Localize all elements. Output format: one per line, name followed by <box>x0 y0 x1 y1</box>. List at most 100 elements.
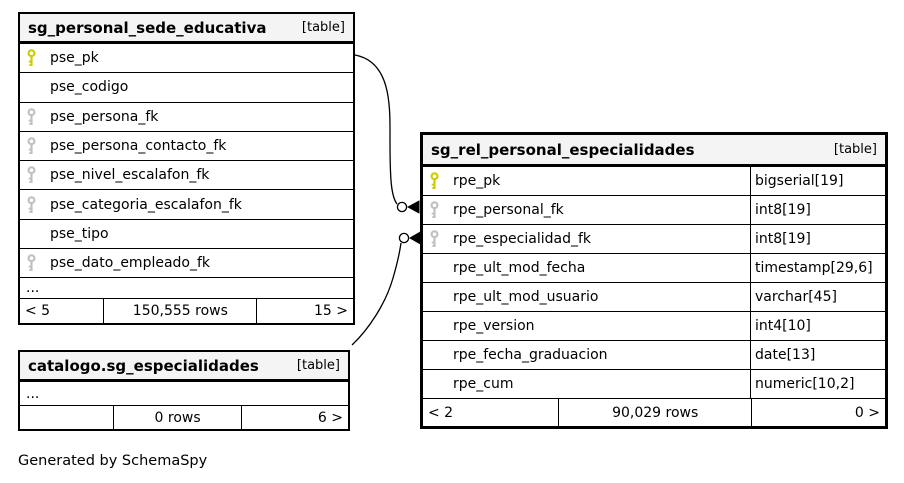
footer-parents-count: 0 > <box>751 399 885 426</box>
relationship-line <box>354 54 398 205</box>
column-type: varchar[45] <box>750 283 885 311</box>
generator-note: Generated by SchemaSpy <box>18 453 208 469</box>
column-name: rpe_ult_mod_fecha <box>453 260 586 276</box>
more-columns-ellipsis: ... <box>20 381 348 405</box>
column-name-cell: rpe_cum <box>423 370 750 398</box>
column-name: pse_tipo <box>50 225 109 242</box>
column-name: rpe_fecha_graduacion <box>453 347 608 363</box>
column-row: pse_pk <box>20 43 353 72</box>
column-name-cell: rpe_version <box>423 312 750 340</box>
key-icon-box <box>429 172 453 190</box>
key-icon-box <box>26 166 50 184</box>
key-icon-box <box>429 201 453 219</box>
column-name-cell: pse_dato_empleado_fk <box>20 249 353 277</box>
table-node-sg_rel_personal_especialidades: sg_rel_personal_especialidades [table] rpe… <box>420 132 888 429</box>
column-row: pse_persona_fk <box>20 101 353 131</box>
column-name-cell: rpe_personal_fk <box>423 196 750 224</box>
column-name: pse_persona_fk <box>50 108 159 125</box>
column-name: pse_persona_contacto_fk <box>50 138 227 155</box>
table-header[interactable]: sg_rel_personal_especialidades [table] <box>423 135 885 166</box>
footer-parents-count: 6 > <box>241 406 348 429</box>
column-row: pse_nivel_escalafon_fk <box>20 160 353 189</box>
key-icon-box <box>26 49 50 67</box>
table-header[interactable]: catalogo.sg_especialidades [table] <box>20 352 348 381</box>
column-name-cell: pse_tipo <box>20 220 353 248</box>
key-icon-box <box>429 230 453 248</box>
column-type: date[13] <box>750 341 885 369</box>
column-name: rpe_version <box>453 318 535 334</box>
column-name: rpe_pk <box>453 173 501 189</box>
table-tag: [table] <box>833 142 877 157</box>
relationship-especialidades-to-rpe-especialidad-fk <box>351 231 421 346</box>
column-name: pse_codigo <box>50 79 129 96</box>
column-name-cell: pse_nivel_escalafon_fk <box>20 161 353 189</box>
foreign-key-icon <box>27 137 36 155</box>
column-name-cell: rpe_pk <box>423 167 750 195</box>
column-name-cell: pse_codigo <box>20 73 353 101</box>
arrowhead-icon <box>407 200 420 214</box>
key-icon-box <box>26 254 50 272</box>
column-type: timestamp[29,6] <box>750 254 885 282</box>
column-name: rpe_especialidad_fk <box>453 231 591 247</box>
column-row: rpe_fecha_graduacion date[13] <box>423 340 885 369</box>
column-name-cell: pse_persona_fk <box>20 103 353 131</box>
column-row: pse_persona_contacto_fk <box>20 130 353 160</box>
foreign-key-icon <box>430 230 439 247</box>
column-name: rpe_cum <box>453 376 514 392</box>
column-name-cell: pse_persona_contacto_fk <box>20 132 353 160</box>
column-name: pse_dato_empleado_fk <box>50 255 211 272</box>
column-row: rpe_cum numeric[10,2] <box>423 369 885 398</box>
column-row: pse_tipo <box>20 218 353 248</box>
zero-or-one-circle-icon <box>398 232 410 244</box>
footer-parents-count: 15 > <box>256 299 353 324</box>
primary-key-icon <box>27 49 36 67</box>
footer-children-count: < 5 <box>25 303 51 320</box>
column-row: rpe_personal_fk int8[19] <box>423 195 885 224</box>
footer-row-count: 90,029 rows <box>558 399 751 426</box>
column-row: pse_codigo <box>20 72 353 101</box>
column-name: pse_categoria_escalafon_fk <box>50 196 242 213</box>
column-name: pse_pk <box>50 50 99 67</box>
table-node-catalogo.sg_especialidades: catalogo.sg_especialidades[table]...0 ro… <box>18 350 350 431</box>
column-name: rpe_personal_fk <box>453 202 564 218</box>
column-row: rpe_ult_mod_fecha timestamp[29,6] <box>423 253 885 282</box>
column-type: int8[19] <box>750 196 885 224</box>
table-header[interactable]: sg_personal_sede_educativa [table] <box>20 14 353 43</box>
column-name-cell: pse_pk <box>20 44 353 72</box>
column-name-cell: rpe_ult_mod_usuario <box>423 283 750 311</box>
foreign-key-icon <box>27 254 36 272</box>
table-name: sg_rel_personal_especialidades <box>431 140 695 159</box>
column-row: rpe_especialidad_fk int8[19] <box>423 224 885 253</box>
key-icon-box <box>26 107 50 126</box>
column-type: numeric[10,2] <box>750 370 885 398</box>
foreign-key-icon <box>27 107 36 125</box>
relationship-line <box>351 242 402 346</box>
table-name: sg_personal_sede_educativa <box>28 18 267 37</box>
foreign-key-icon <box>27 166 36 184</box>
primary-key-icon <box>430 172 439 189</box>
foreign-key-icon <box>430 201 439 218</box>
column-name-cell: rpe_ult_mod_fecha <box>423 254 750 282</box>
footer-children-count <box>20 406 113 429</box>
relationship-pse-pk-to-rpe-personal-fk <box>354 54 420 214</box>
foreign-key-icon <box>27 195 36 213</box>
table-tag: [table] <box>301 20 345 35</box>
table-name: catalogo.sg_especialidades <box>28 356 259 375</box>
table-tag: [table] <box>296 358 340 373</box>
column-row: pse_categoria_escalafon_fk <box>20 189 353 218</box>
column-name-cell: rpe_fecha_graduacion <box>423 341 750 369</box>
column-name: pse_nivel_escalafon_fk <box>50 167 210 184</box>
zero-or-one-circle-icon <box>396 201 408 213</box>
column-type: int8[19] <box>750 225 885 253</box>
column-row: pse_dato_empleado_fk <box>20 248 353 277</box>
column-name-cell: rpe_especialidad_fk <box>423 225 750 253</box>
key-icon-box <box>26 195 50 214</box>
footer-children-count: < 2 <box>428 404 454 421</box>
footer-row-count: 150,555 rows <box>103 299 256 324</box>
